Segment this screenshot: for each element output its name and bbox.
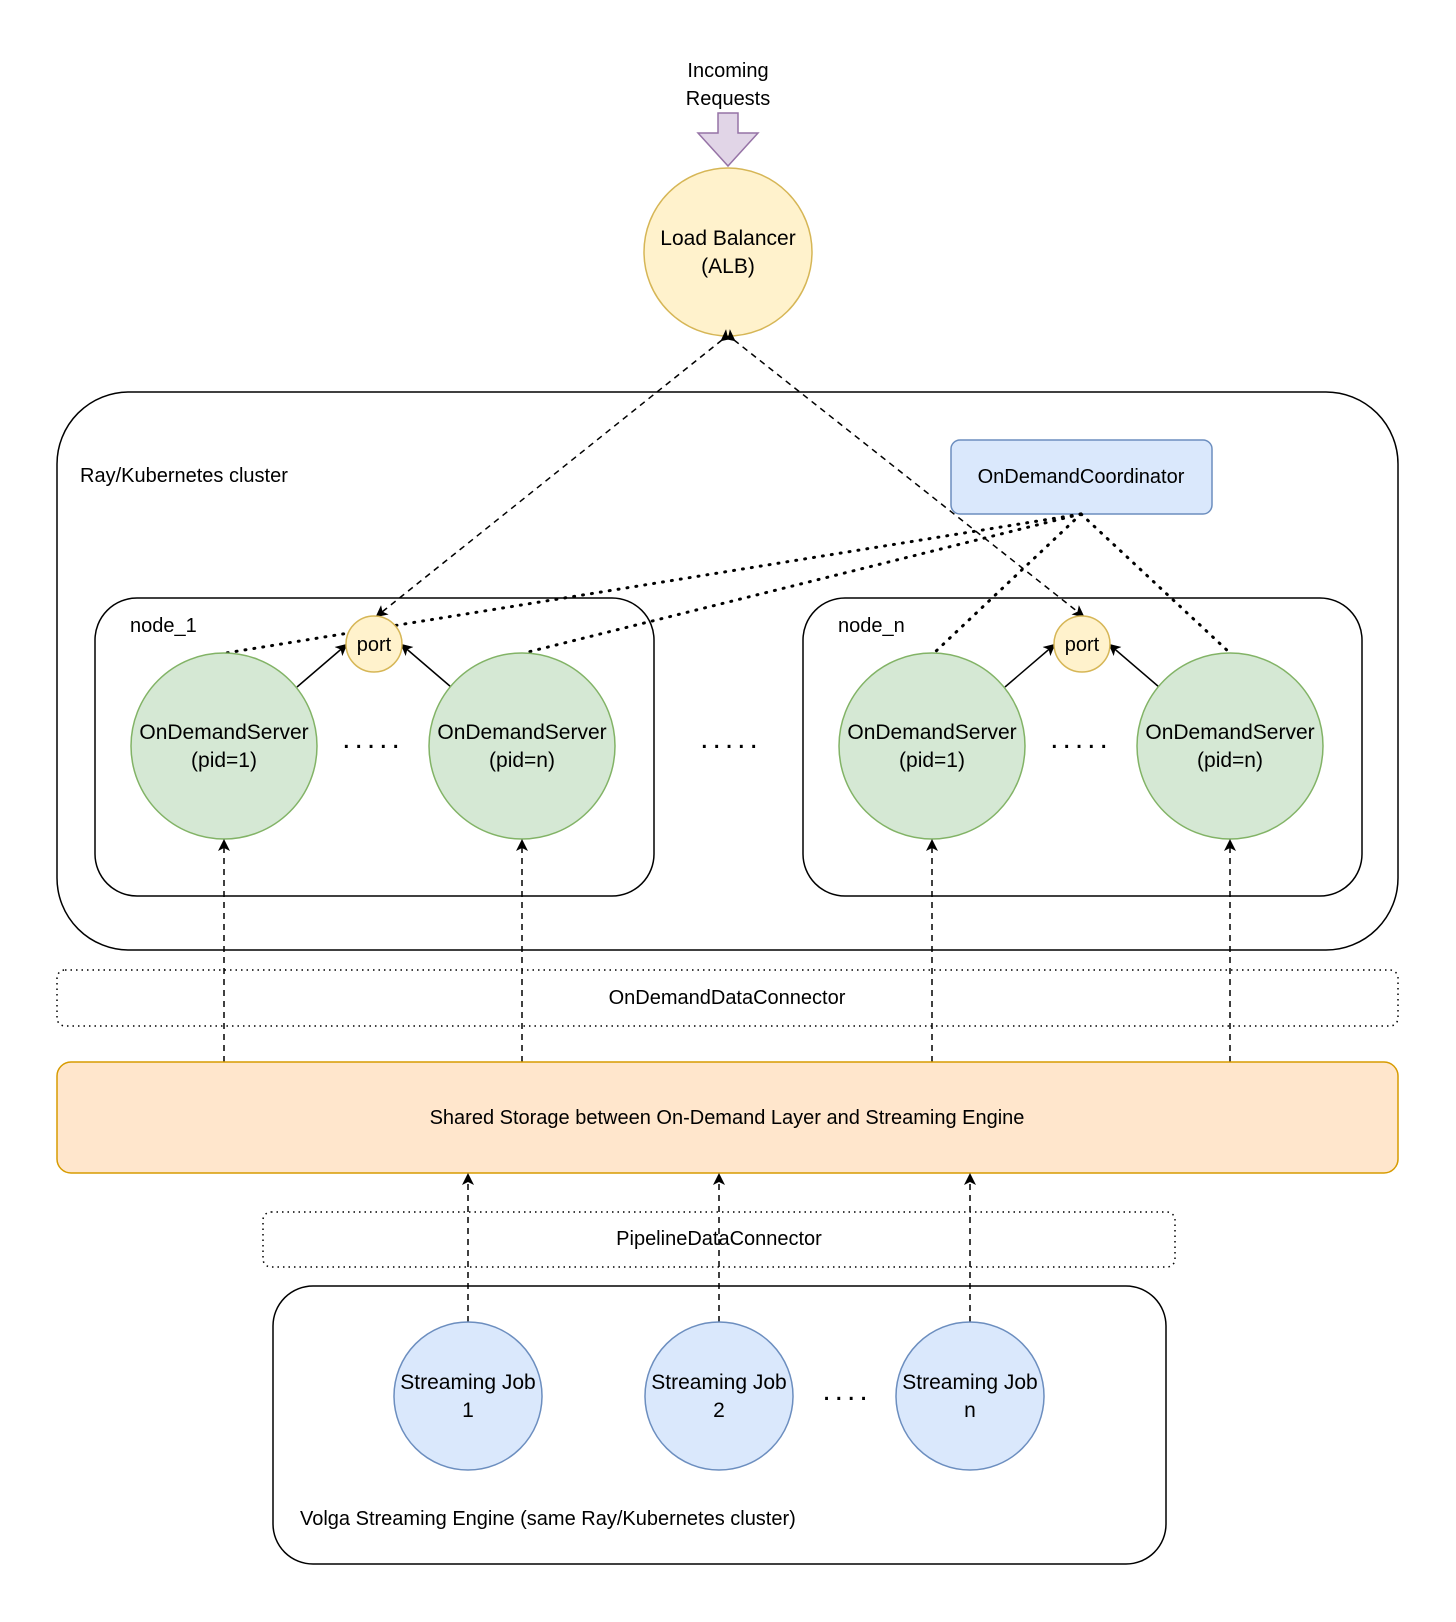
- incoming-requests-label: Incoming: [687, 60, 768, 82]
- node-n-server-n-pid: (pid=n): [1197, 749, 1263, 772]
- node-1-label: node_1: [130, 615, 197, 637]
- node-1-server-1: [130, 652, 318, 840]
- load-balancer-circle: [643, 167, 813, 337]
- ondemand-connector-box: [56, 969, 1399, 1027]
- jobs-ellipsis: ....: [822, 1374, 871, 1407]
- node-n-server-n: [1136, 652, 1324, 840]
- incoming-requests-label-2: Requests: [686, 88, 771, 110]
- lb-port-links: [375, 329, 1085, 618]
- node-1-server-n-pid: (pid=n): [489, 749, 555, 772]
- storage-server-links: [218, 839, 1236, 1062]
- node-1-port: [345, 615, 403, 673]
- ondemand-connector-label: OnDemandDataConnector: [609, 987, 846, 1009]
- node-1-ellipsis: .....: [342, 722, 404, 755]
- node-1-server-n-label: OnDemandServer: [437, 721, 606, 744]
- streaming-job-n: [895, 1321, 1045, 1471]
- node-1-port-label: port: [357, 634, 392, 656]
- node-1-box: [94, 597, 655, 897]
- streaming-job-2: [644, 1321, 794, 1471]
- streaming-job-n-number: n: [964, 1399, 976, 1422]
- node-1-server-1-label: OnDemandServer: [139, 721, 308, 744]
- node-n-ellipsis: .....: [1050, 722, 1112, 755]
- shared-storage-label: Shared Storage between On-Demand Layer a…: [430, 1107, 1025, 1129]
- node-n-server-1: [838, 652, 1026, 840]
- streaming-job-1-label: Streaming Job: [400, 1371, 535, 1394]
- streaming-engine-label: Volga Streaming Engine (same Ray/Kuberne…: [300, 1508, 796, 1530]
- node-1-server-n: [428, 652, 616, 840]
- streaming-job-1: [393, 1321, 543, 1471]
- pipeline-connector-box: [262, 1211, 1176, 1268]
- node-1-server-1-pid: (pid=1): [191, 749, 257, 772]
- load-balancer-label-2: (ALB): [701, 255, 755, 278]
- node-n-port-label: port: [1065, 634, 1100, 656]
- streaming-job-2-label: Streaming Job: [651, 1371, 786, 1394]
- node-n-label: node_n: [838, 615, 905, 637]
- streaming-job-1-number: 1: [462, 1399, 474, 1422]
- node-n-server-1-pid: (pid=1): [899, 749, 965, 772]
- streaming-job-n-label: Streaming Job: [902, 1371, 1037, 1394]
- server-port-arrows: [296, 643, 1160, 688]
- streaming-job-2-number: 2: [713, 1399, 725, 1422]
- load-balancer-label: Load Balancer: [660, 227, 795, 250]
- node-n-server-n-label: OnDemandServer: [1145, 721, 1314, 744]
- job-storage-links: [462, 1173, 976, 1322]
- node-n-server-1-label: OnDemandServer: [847, 721, 1016, 744]
- incoming-arrow-icon: [696, 112, 760, 168]
- node-n-port: [1053, 615, 1111, 673]
- coordinator-label: OnDemandCoordinator: [978, 466, 1185, 488]
- cluster-label: Ray/Kubernetes cluster: [80, 465, 288, 487]
- between-nodes-ellipsis: .....: [700, 722, 762, 755]
- shared-storage-box: [56, 1061, 1399, 1174]
